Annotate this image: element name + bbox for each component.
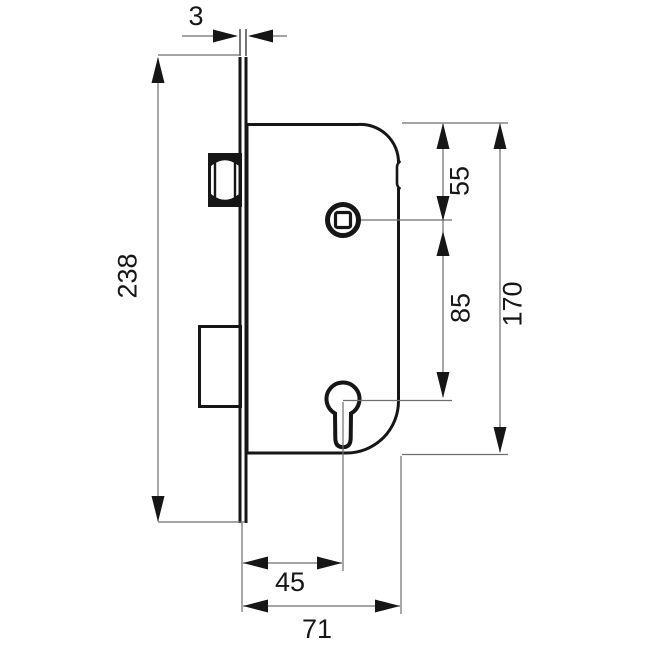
dim-3-label: 3 (188, 1, 203, 31)
arrow-170-bottom (493, 427, 507, 453)
dim-71-label: 71 (302, 614, 332, 644)
right-edge-notch-mask (396, 163, 402, 188)
arrow-45-left (243, 556, 268, 570)
lock-case (245, 122, 402, 455)
dim-45-label: 45 (275, 567, 305, 597)
lock-case-outline (245, 122, 401, 455)
spindle-follower (325, 202, 361, 238)
right-edge-notch (395, 159, 402, 191)
faceplate (238, 29, 248, 523)
arrow-71-right (375, 599, 400, 613)
dimension-arrows (151, 29, 507, 613)
arrow-3-right (248, 29, 273, 43)
arrow-71-left (243, 599, 268, 613)
latch-bolt-top-bevel (211, 156, 239, 166)
spindle-square-hole (333, 210, 353, 230)
dimension-lines (157, 35, 508, 614)
arrow-55-top (436, 123, 450, 149)
dim-170-label: 170 (498, 281, 528, 326)
arrow-238-bottom (151, 496, 165, 522)
latch-bolt-bottom-bevel (211, 194, 239, 204)
arrow-55-bottom (436, 196, 450, 221)
arrow-3-left (213, 29, 238, 43)
dim-238-label: 238 (113, 253, 143, 298)
dim-85-label: 85 (446, 293, 476, 323)
arrow-85-bottom (436, 372, 450, 398)
arrow-238-top (151, 57, 165, 83)
latch-bolt (208, 153, 242, 207)
deadbolt (198, 325, 242, 408)
arrow-45-right (317, 556, 342, 570)
dim-55-label: 55 (445, 166, 475, 196)
arrow-85-top (436, 231, 450, 256)
arrow-170-top (493, 123, 507, 149)
